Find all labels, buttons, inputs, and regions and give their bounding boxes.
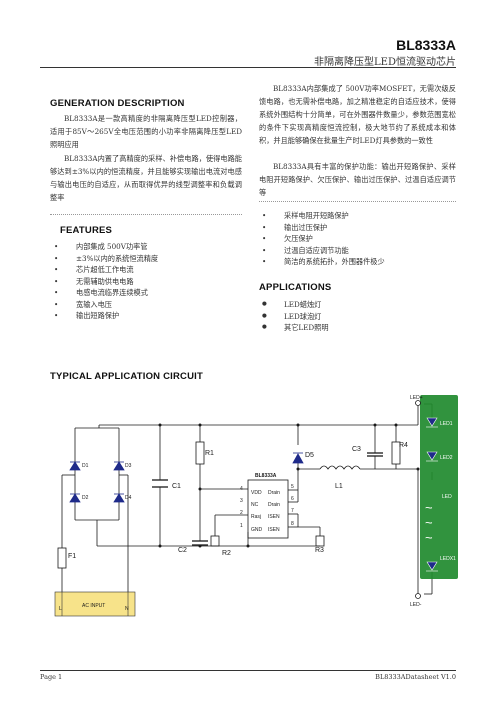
d5-label: D5: [305, 452, 314, 459]
led1-label: LED1: [440, 421, 453, 427]
ic-pin-3: 3: [240, 498, 243, 504]
separator: [50, 214, 242, 215]
led2-label: LED2: [440, 455, 453, 461]
ac-line-label: L: [59, 606, 62, 612]
generation-paragraph-2: BL8333A内置了高精度的采样、补偿电路，使得电路能够达到±3%以内的恒流精度…: [50, 154, 242, 202]
c2-label: C2: [178, 547, 187, 554]
doc-version: BL8333ADatasheet V1.0: [375, 673, 456, 681]
feature-item: 宽输入电压: [54, 299, 244, 311]
led-plus-label: LED+: [410, 395, 423, 401]
ic-pin-4: 4: [240, 486, 243, 492]
features-heading: FEATURES: [60, 225, 113, 236]
doc-title: BL8333A: [396, 37, 456, 53]
led-chain-tilde-3: ~: [425, 530, 433, 545]
feature-item: 内部集成 500V功率管: [54, 241, 244, 253]
feature-item: 电感电流临界连续模式: [54, 287, 244, 299]
led-mid-label: LED: [442, 494, 452, 500]
feature-item: 无需辅助供电电路: [54, 276, 244, 288]
led-chain-tilde-2: ~: [425, 515, 433, 530]
ic-pin-gnd: GND: [251, 527, 263, 533]
ic-pin-rasj: Rasj: [251, 514, 261, 520]
ic-name-label: BL8333A: [255, 473, 277, 479]
r2-label: R2: [222, 550, 231, 557]
feature-item: ±3%以内的系统恒流精度: [54, 253, 244, 265]
ic-pin-drain-5: Drain: [268, 490, 280, 496]
application-item: LED球泡灯: [262, 311, 452, 323]
feature-item: 输出短路保护: [54, 310, 244, 322]
c3-label: C3: [352, 446, 361, 453]
ic-pin-drain-6: Drain: [268, 502, 280, 508]
led-chain-tilde-1: ~: [425, 500, 433, 515]
footer-rule: [40, 670, 456, 671]
applications-heading: APPLICATIONS: [259, 282, 332, 293]
d4-label: D4: [125, 495, 132, 501]
r1-label: R1: [205, 450, 214, 457]
applications-list: LED蜡烛灯 LED球泡灯 其它LED照明: [262, 299, 452, 334]
ic-pin-nc: NC: [251, 502, 259, 508]
led-minus-label: LED-: [410, 602, 422, 608]
ic-pin-vdd: VDD: [251, 490, 262, 496]
generation-heading: GENERATION DESCRIPTION: [50, 98, 185, 109]
protection-item: 简洁的系统拓扑，外围器件极少: [262, 256, 452, 268]
application-item: LED蜡烛灯: [262, 299, 452, 311]
ic-pin-5: 5: [291, 484, 294, 490]
protection-item: 过温自适应调节功能: [262, 245, 452, 257]
right-paragraph-1: BL8333A内部集成了 500V功率MOSFET，无需次级反馈电路，也无需补偿…: [259, 84, 456, 145]
d2-label: D2: [82, 495, 89, 501]
header-rule: [40, 67, 456, 68]
generation-paragraph-1: BL8333A是一款高精度的非隔离降压型LED控制器，适用于85V～265V全电…: [50, 114, 242, 149]
features-list: 内部集成 500V功率管 ±3%以内的系统恒流精度 芯片超低工作电流 无需辅助供…: [54, 241, 244, 322]
l1-label: L1: [335, 483, 343, 490]
r3-label: R3: [315, 547, 324, 554]
ic-pin-8: 8: [291, 521, 294, 527]
ic-pin-2: 2: [240, 510, 243, 516]
ac-neutral-label: N: [125, 606, 129, 612]
right-paragraph-2: BL8333A具有丰富的保护功能：输出开短路保护、采样电阻开短路保护、欠压保护、…: [259, 162, 456, 197]
f1-label: F1: [68, 553, 76, 560]
ic-pin-1: 1: [240, 523, 243, 529]
feature-item: 芯片超低工作电流: [54, 264, 244, 276]
protection-list: 采样电阻开短路保护 输出过压保护 欠压保护 过温自适应调节功能 简洁的系统拓扑，…: [262, 210, 452, 268]
ic-pin-7: 7: [291, 508, 294, 514]
page-number: Page 1: [40, 673, 63, 681]
ac-input-label: AC INPUT: [82, 603, 105, 609]
protection-item: 采样电阻开短路保护: [262, 210, 452, 222]
ic-pin-6: 6: [291, 496, 294, 502]
application-circuit-diagram: R1 R2 R3 R4 C1 C2 C3 D5 L1 F1 D1 D3 D2 D…: [54, 395, 458, 617]
ledx-label: LEDX1: [440, 556, 456, 562]
r4-label: R4: [399, 442, 408, 449]
ic-pin-isen-7: ISEN: [268, 514, 280, 520]
circuit-heading: TYPICAL APPLICATION CIRCUIT: [50, 371, 204, 382]
separator: [259, 201, 456, 202]
protection-item: 输出过压保护: [262, 222, 452, 234]
protection-item: 欠压保护: [262, 233, 452, 245]
d1-label: D1: [82, 463, 89, 469]
d3-label: D3: [125, 463, 132, 469]
ic-pin-isen-8: ISEN: [268, 527, 280, 533]
c1-label: C1: [172, 483, 181, 490]
doc-subtitle: 非隔离降压型LED恒流驱动芯片: [314, 57, 456, 68]
application-item: 其它LED照明: [262, 322, 452, 334]
